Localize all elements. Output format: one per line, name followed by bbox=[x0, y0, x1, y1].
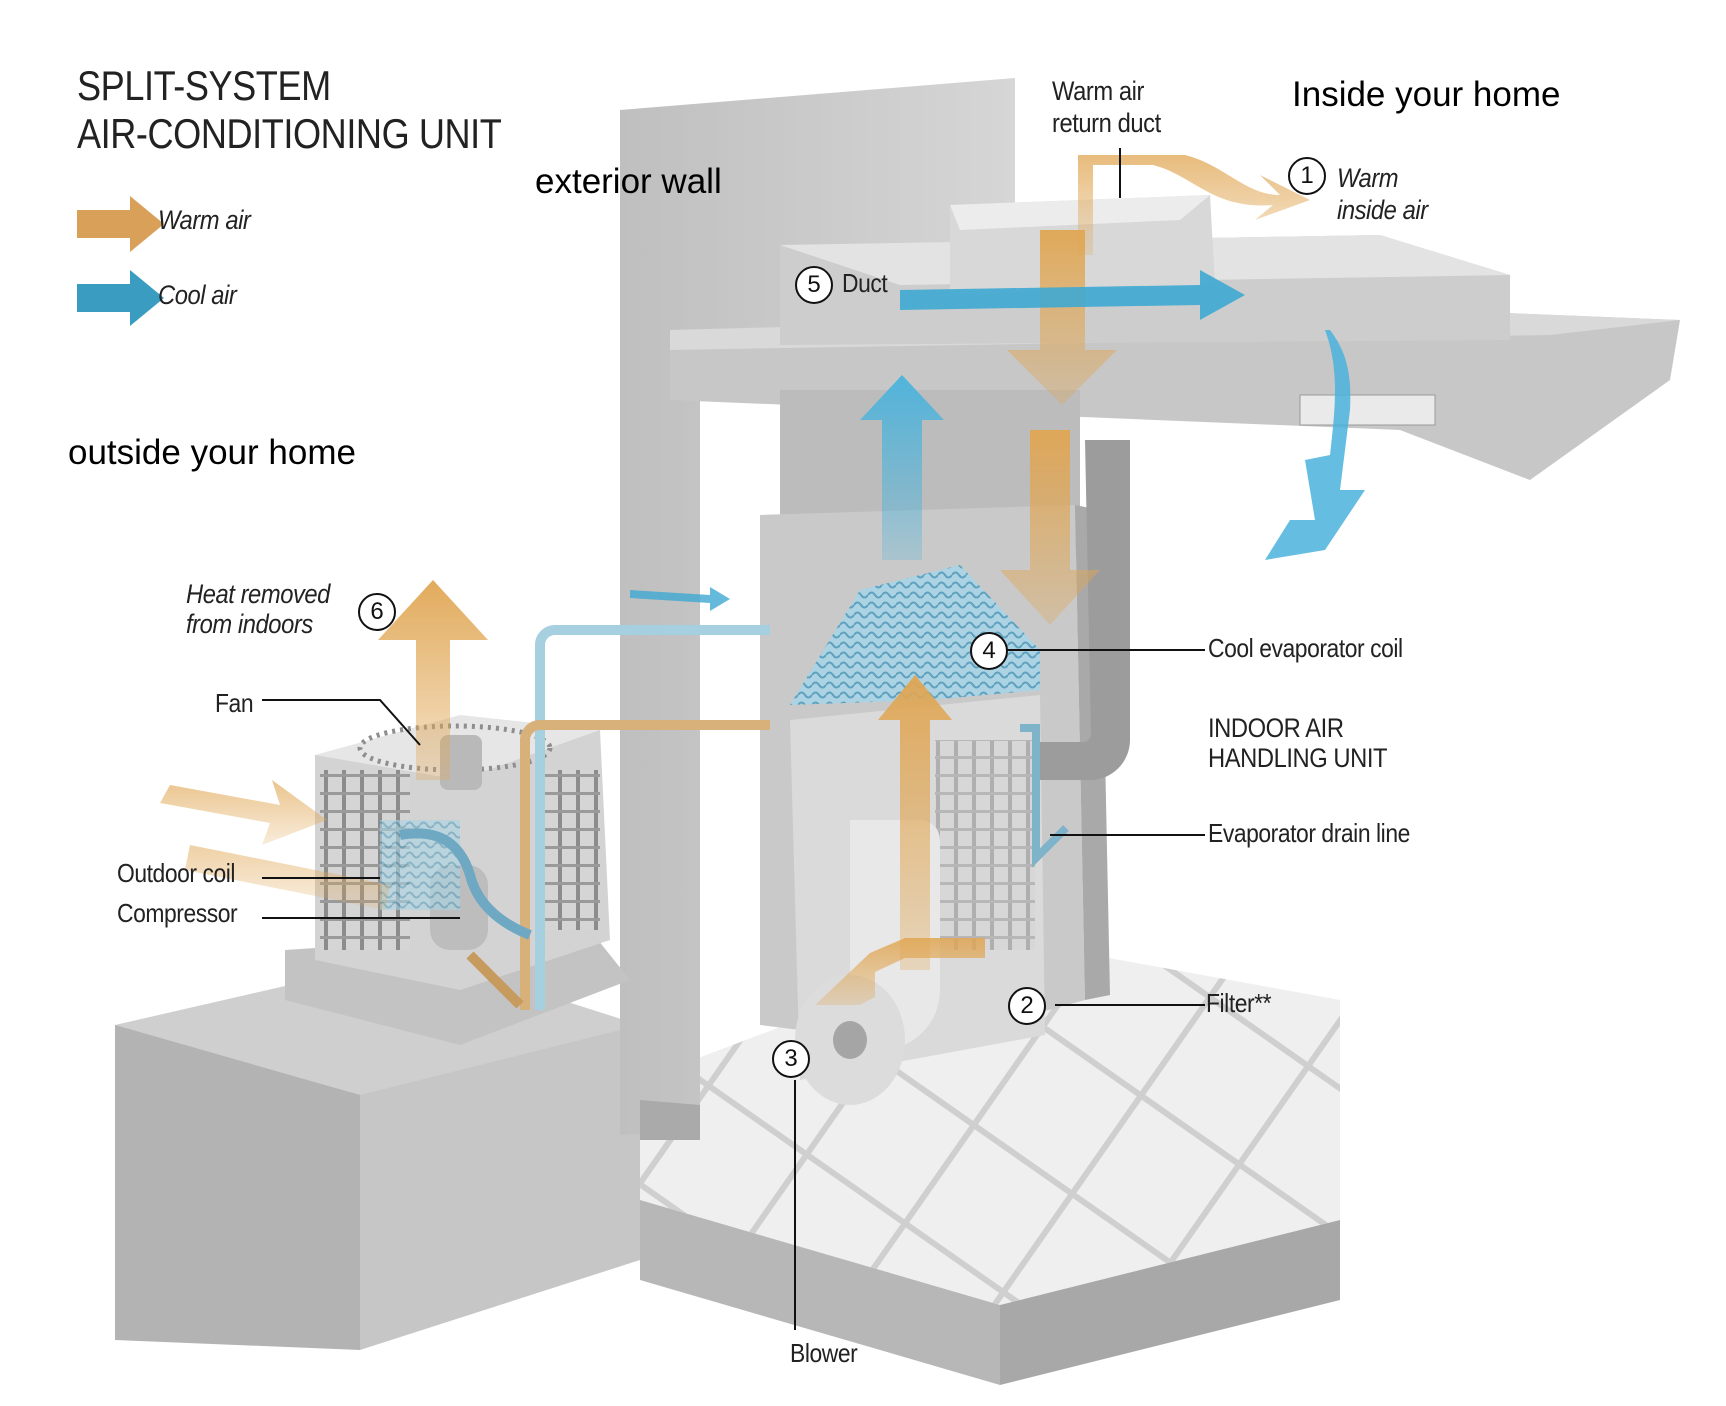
leader-lines bbox=[262, 148, 1205, 1330]
diagram-title-line1: SPLIT-SYSTEM bbox=[77, 62, 331, 109]
outdoor-coil-label: Outdoor coil bbox=[117, 858, 236, 888]
step-1-badge: 1 bbox=[1288, 157, 1326, 195]
inside-home-label: Inside your home bbox=[1292, 75, 1561, 114]
diagram-title-line2: AIR-CONDITIONING UNIT bbox=[77, 110, 502, 157]
step-3-badge: 3 bbox=[772, 1040, 810, 1078]
step-6-badge: 6 bbox=[358, 593, 396, 631]
step-2-badge: 2 bbox=[1008, 987, 1046, 1025]
exterior-wall-label: exterior wall bbox=[535, 162, 722, 201]
drain-line-label: Evaporator drain line bbox=[1208, 818, 1410, 848]
return-duct-label-line2: return duct bbox=[1052, 108, 1161, 138]
warm-air-arrows bbox=[160, 155, 1310, 1005]
step-6-label-line2: from indoors bbox=[186, 609, 313, 639]
return-duct-label-line1: Warm air bbox=[1052, 76, 1144, 106]
step-2-label: Filter** bbox=[1206, 988, 1272, 1018]
outside-home-label: outside your home bbox=[68, 433, 356, 472]
step-5-label: Duct bbox=[842, 268, 888, 298]
step-3-label: Blower bbox=[790, 1338, 858, 1368]
compressor-label: Compressor bbox=[117, 898, 238, 928]
step-1-label-line2: inside air bbox=[1337, 195, 1428, 225]
indoor-unit-label-line1: INDOOR AIR bbox=[1208, 713, 1344, 743]
fan-label: Fan bbox=[215, 688, 254, 718]
step-5-badge: 5 bbox=[795, 266, 833, 304]
step-4-badge: 4 bbox=[970, 632, 1008, 670]
cool-air-arrows bbox=[630, 270, 1365, 611]
step-1-label-line1: Warm bbox=[1337, 163, 1399, 193]
indoor-unit-label-line2: HANDLING UNIT bbox=[1208, 743, 1388, 773]
step-6-label-line1: Heat removed bbox=[186, 579, 330, 609]
step-4-label: Cool evaporator coil bbox=[1208, 633, 1403, 663]
legend-cool-air-label: Cool air bbox=[158, 280, 237, 310]
warm-air-arrow-icon bbox=[77, 196, 164, 252]
legend-warm-air-label: Warm air bbox=[158, 205, 251, 235]
cool-air-arrow-icon bbox=[77, 270, 164, 326]
outdoor-concrete-pad bbox=[115, 955, 640, 1350]
indoor-air-handler bbox=[760, 390, 1130, 1105]
refrigerant-lines bbox=[399, 625, 770, 1010]
